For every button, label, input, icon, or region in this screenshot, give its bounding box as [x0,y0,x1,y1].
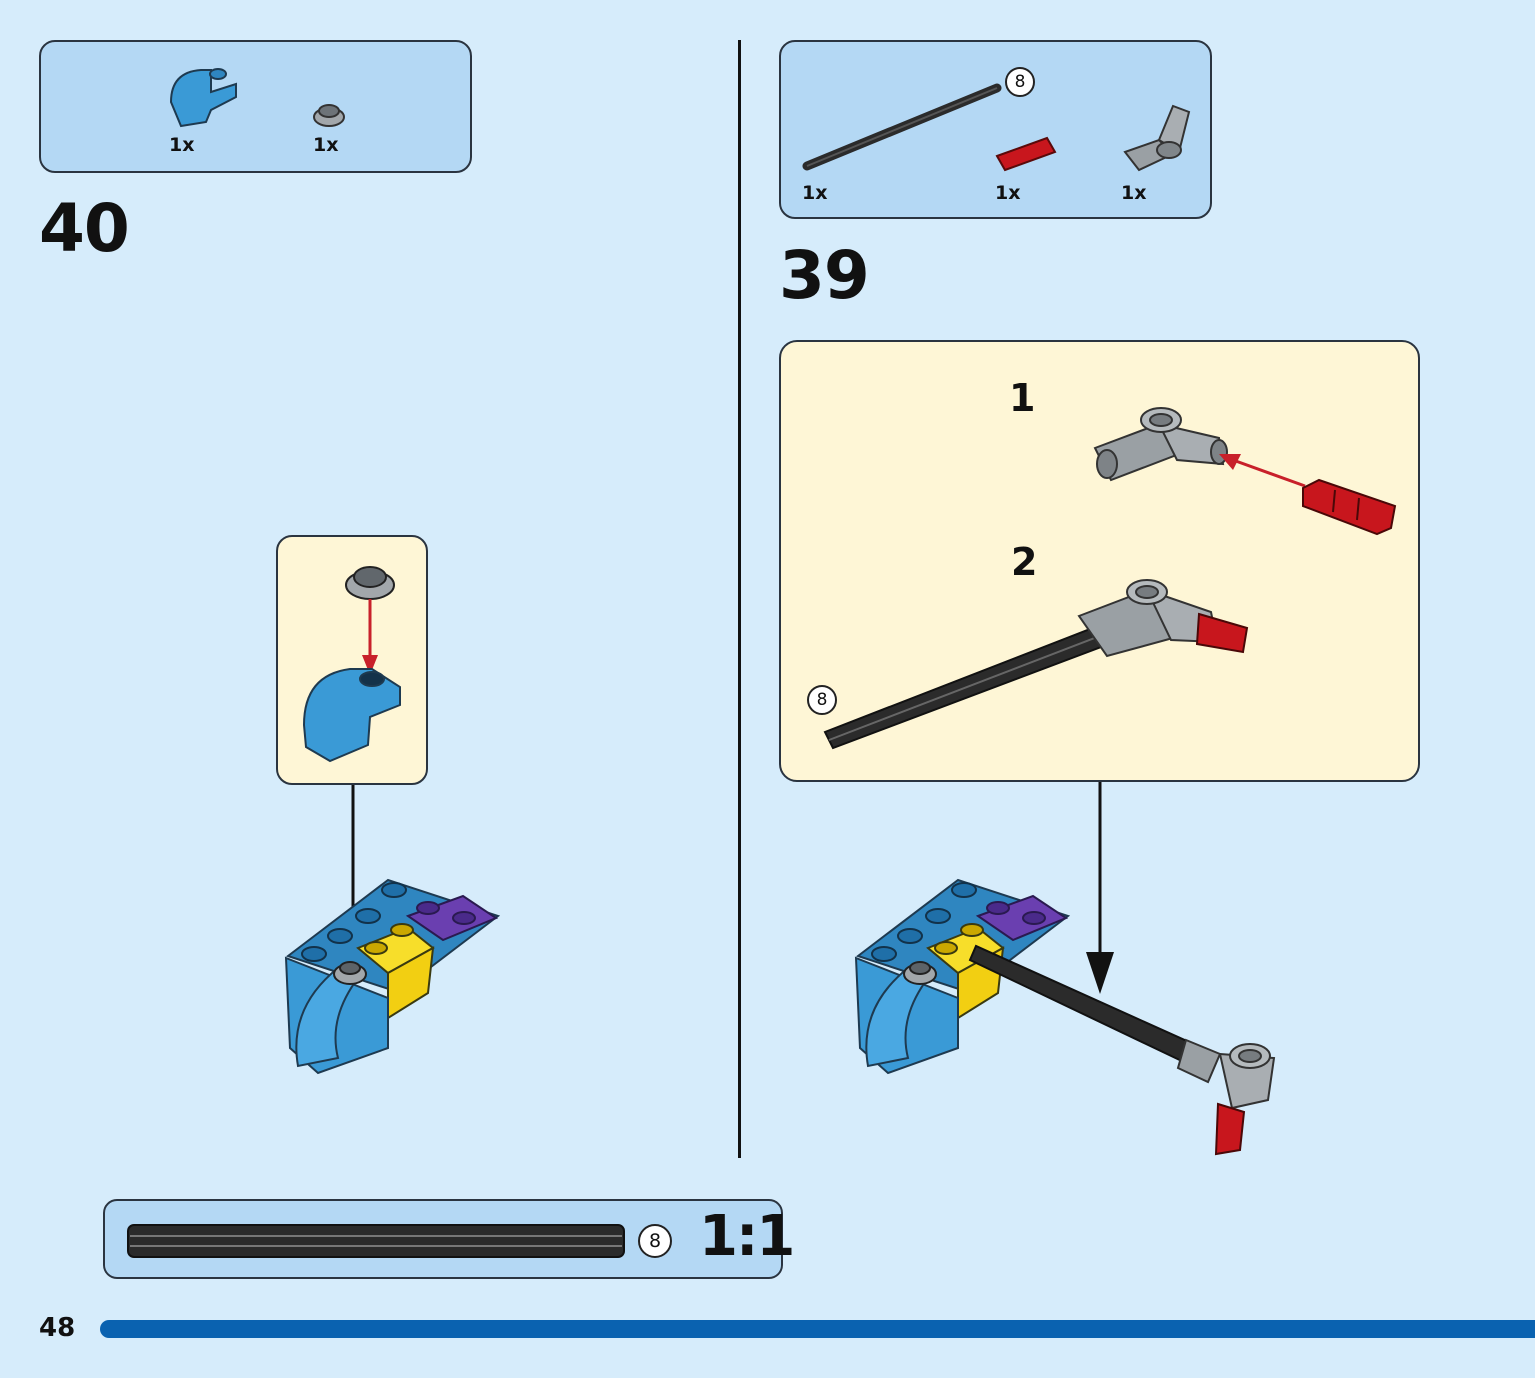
scale-reference-box: 8 1:1 [103,1199,795,1279]
step-39-sub-assembly: 1 2 8 [779,340,1420,782]
scale-label: 1:1 [699,1204,795,1269]
step-40-callout [276,535,428,785]
step-39-parts-box: 8 1x 1x 1x [779,40,1212,219]
axle-length-badge: 8 [1005,67,1035,97]
part-qty: 1x [802,182,828,204]
step-divider [738,40,741,1158]
part-qty: 1x [1121,182,1147,204]
part-qty: 1x [995,182,1021,204]
part-qty: 1x [313,134,339,156]
axle-length-badge: 8 [638,1224,672,1258]
page-progress-bar [100,1320,1535,1338]
axle-length-badge: 8 [807,685,837,715]
step-number-39: 39 [779,237,870,314]
step-40-parts-box: 1x 1x [39,40,472,173]
part-qty: 1x [169,134,195,156]
page-number: 48 [39,1313,76,1343]
substep-number: 1 [1009,376,1036,420]
step-number-40: 40 [39,190,130,267]
substep-number: 2 [1011,540,1038,584]
